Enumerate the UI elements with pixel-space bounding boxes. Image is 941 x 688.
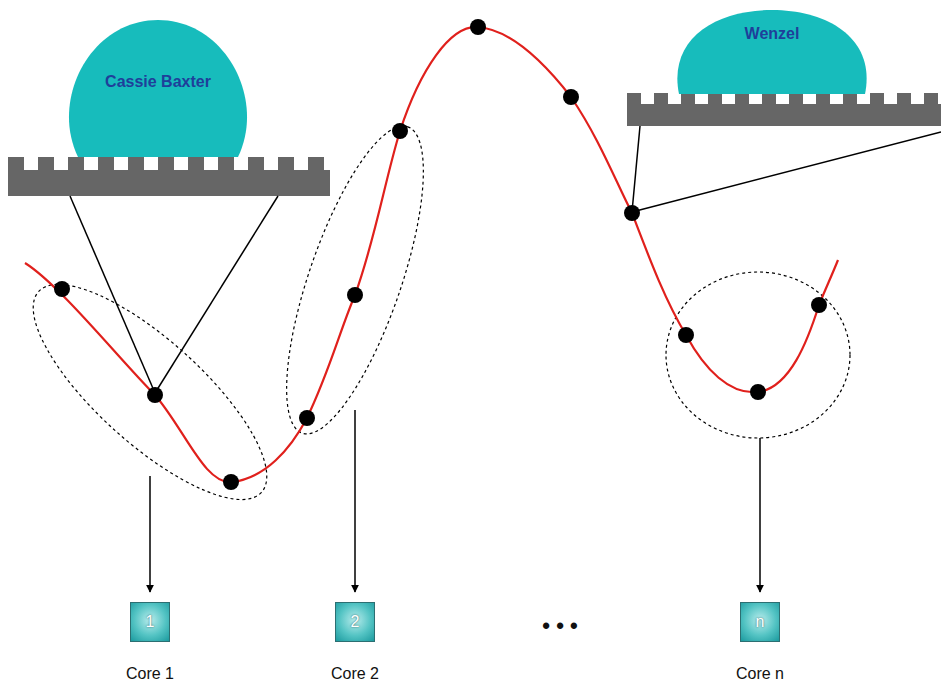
droplet-label: Cassie Baxter bbox=[102, 20, 214, 92]
pillared-substrate bbox=[8, 157, 330, 196]
core-number: n bbox=[756, 613, 765, 631]
core-box: n bbox=[740, 602, 780, 642]
core-box: 1 bbox=[130, 602, 170, 642]
pillared-substrate bbox=[627, 93, 941, 126]
cpu-core: 1Core 1 bbox=[100, 602, 200, 683]
core-grouping bbox=[4, 112, 850, 531]
core-box: 2 bbox=[335, 602, 375, 642]
core-label: Core n bbox=[710, 665, 810, 683]
droplet-label: Wenzel bbox=[711, 10, 833, 44]
water-droplet: Wenzel bbox=[674, 10, 870, 94]
water-droplet: Cassie Baxter bbox=[68, 20, 248, 157]
core-number: 1 bbox=[146, 613, 155, 631]
core-number: 2 bbox=[351, 613, 360, 631]
cpu-core: 2Core 2 bbox=[305, 602, 405, 683]
core-label: Core 1 bbox=[100, 665, 200, 683]
cpu-core: nCore n bbox=[710, 602, 810, 683]
droplet-shape bbox=[674, 10, 870, 94]
leader-lines bbox=[70, 126, 941, 393]
continuation-dots: • • • bbox=[542, 613, 577, 639]
assignment-arrows bbox=[150, 410, 760, 592]
core-label: Core 2 bbox=[305, 665, 405, 683]
